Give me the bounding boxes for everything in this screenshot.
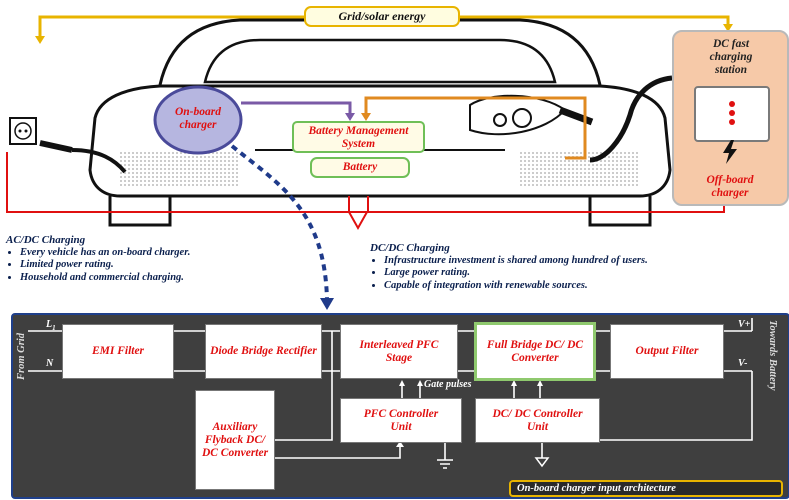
station-display-panel [694, 86, 770, 142]
bracket-notch [347, 211, 369, 231]
grid-energy-arrow-right [723, 24, 733, 32]
interleaved-pfc-block: Interleaved PFC Stage [340, 324, 458, 379]
ground-triangle-icon [534, 457, 550, 468]
dc-dc-item: Infrastructure investment is shared amon… [384, 255, 765, 268]
grid-energy-arrow-left [35, 36, 45, 44]
grid-solar-energy-label: Grid/solar energy [304, 6, 460, 27]
wall-plug [39, 140, 73, 153]
pfc-controller-block: PFC Controller Unit [340, 398, 462, 443]
lightning-bolt-icon [723, 140, 737, 164]
wall-socket-icon [9, 117, 37, 145]
battery-label: Battery [342, 161, 378, 173]
charger-to-bms-arrow [241, 101, 352, 115]
battery-box: Battery [310, 157, 410, 178]
onboard-charger-circle [153, 85, 243, 155]
full-bridge-dcdc-block: Full Bridge DC/ DC Converter [474, 322, 596, 381]
onboard-detail-arrow [230, 144, 329, 301]
ac-dc-charging-notes: AC/DC Charging Every vehicle has an on-b… [6, 234, 306, 284]
ac-dc-item: Household and commercial charging. [20, 272, 306, 285]
off-board-charger-label: Off-board charger [706, 174, 754, 199]
towards-battery-label: Towards Battery [767, 320, 778, 391]
line-n-label: N [46, 358, 54, 369]
bms-box: Battery Management System [292, 121, 425, 153]
v-plus-label: V+ [738, 319, 751, 330]
bms-label: Battery Management System [308, 125, 409, 150]
emi-filter-block: EMI Filter [62, 324, 174, 379]
from-grid-label: From Grid [16, 333, 27, 380]
dc-dc-bracket [367, 196, 725, 213]
v-minus-label: V- [738, 358, 748, 369]
output-filter-block: Output Filter [610, 324, 724, 379]
station-cable [589, 75, 673, 163]
architecture-wiring [28, 318, 753, 460]
dcdc-controller-block: DC/ DC Controller Unit [475, 398, 600, 443]
line-l1-label: L1 [46, 319, 56, 332]
grid-energy-line-left [38, 15, 304, 40]
ground-symbol-icon [437, 459, 453, 469]
wall-cable [71, 148, 127, 174]
dc-dc-charging-notes: DC/DC Charging Infrastructure investment… [370, 242, 765, 292]
auxiliary-flyback-block: Auxiliary Flyback DC/ DC Converter [195, 390, 275, 490]
onboard-charger-label: On-board charger [174, 106, 221, 131]
dc-fast-title: DC fast charging station [709, 38, 753, 76]
ac-dc-item: Limited power rating. [20, 259, 306, 272]
station-plug [558, 106, 594, 126]
gate-pulses-label: Gate pulses [424, 379, 472, 390]
dc-fast-charging-station: DC fast charging station Off-board charg… [672, 30, 789, 206]
station-to-bms-arrow [364, 96, 587, 160]
dc-dc-heading: DC/DC Charging [370, 242, 450, 254]
dc-dc-item: Large power rating. [384, 267, 765, 280]
ac-dc-heading: AC/DC Charging [6, 234, 86, 246]
diode-bridge-rectifier-block: Diode Bridge Rectifier [205, 324, 322, 379]
ac-dc-item: Every vehicle has an on-board charger. [20, 247, 306, 260]
dc-dc-item: Capable of integration with renewable so… [384, 280, 765, 293]
architecture-caption: On-board charger input architecture [509, 480, 783, 497]
ac-dc-bracket [6, 152, 350, 213]
